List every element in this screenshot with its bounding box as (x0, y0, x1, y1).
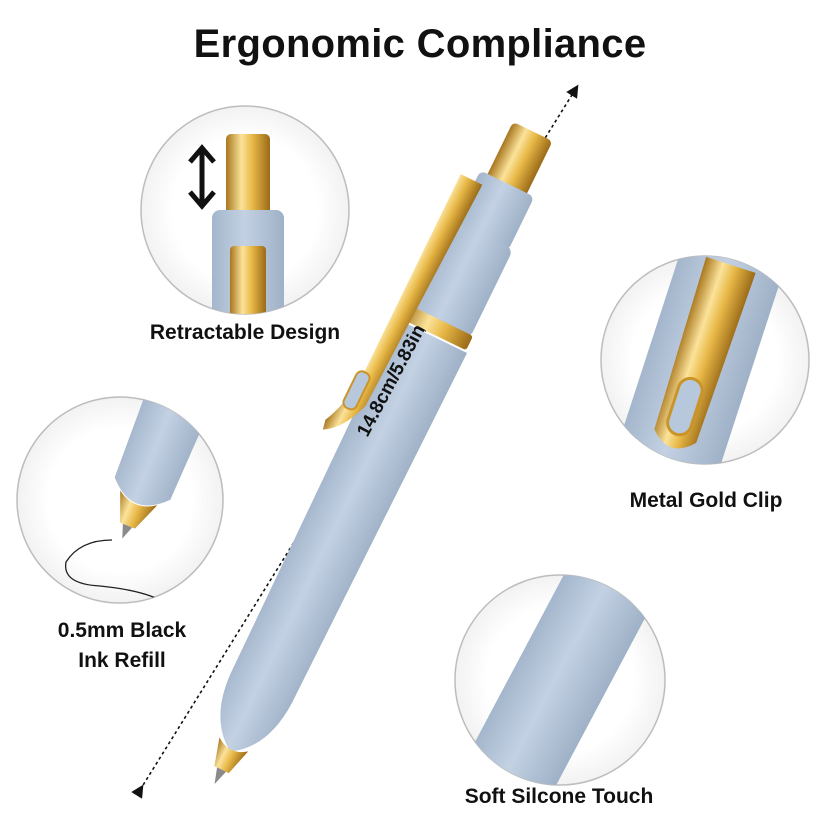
label-refill-line2: Ink Refill (78, 649, 166, 672)
detail-circle-retractable (140, 105, 350, 315)
detail-circle-clip (600, 255, 810, 465)
label-clip: Metal Gold Clip (629, 489, 783, 512)
label-refill: 0.5mm Black Ink Refill (22, 616, 222, 676)
label-refill-line1: 0.5mm Black (57, 619, 187, 642)
pen-main (214, 123, 551, 784)
label-touch: Soft Silcone Touch (464, 785, 654, 808)
label-retractable: Retractable Design (149, 321, 341, 344)
page-title: Ergonomic Compliance (193, 22, 647, 66)
detail-circle-refill (16, 396, 224, 604)
up-down-arrow-icon (188, 144, 216, 210)
detail-circle-touch (454, 574, 666, 786)
